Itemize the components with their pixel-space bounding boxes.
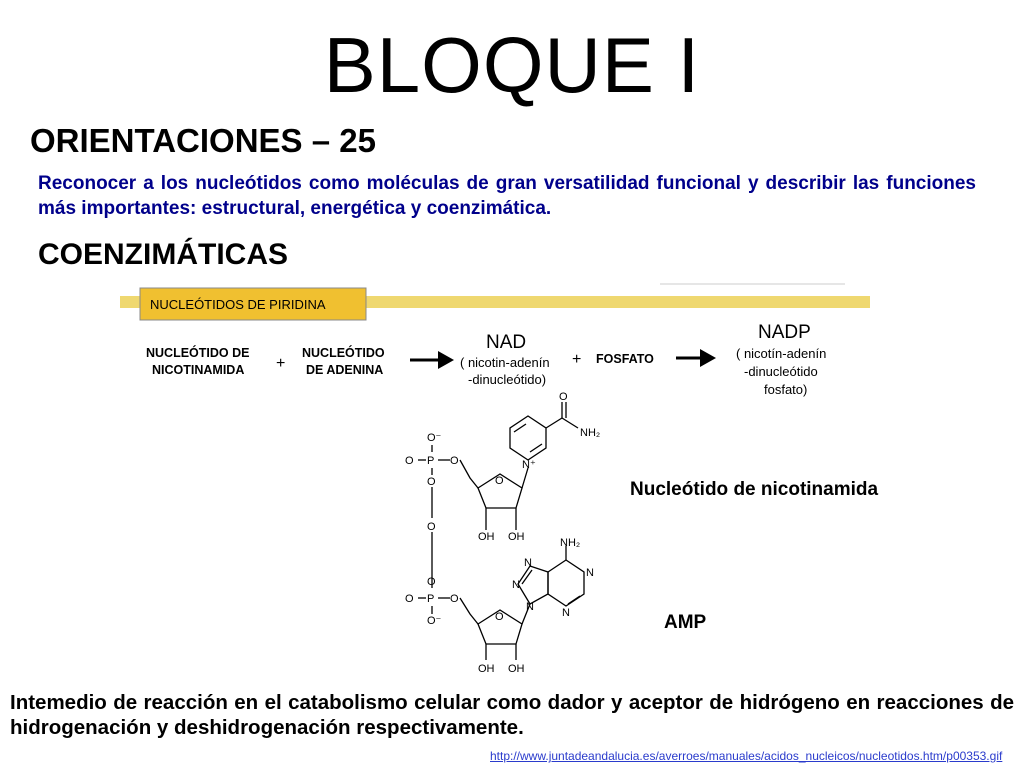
objective-paragraph: Reconocer a los nucleótidos como molécul…: [38, 173, 976, 219]
reactant2-line1: NUCLEÓTIDO: [302, 345, 385, 360]
atom-label: O⁻: [427, 615, 442, 627]
atom-label: O: [450, 455, 459, 467]
atom-label: N: [512, 579, 520, 591]
reactant1-line1: NUCLEÓTIDO DE: [146, 345, 249, 360]
atom-label: O: [559, 391, 568, 403]
reactant1-line2: NICOTINAMIDA: [152, 363, 244, 377]
nicotinamide-label: Nucleótido de nicotinamida: [630, 479, 879, 500]
atom-label: O: [427, 476, 436, 488]
atom-label: OH: [508, 531, 525, 543]
atom-label: N⁺: [522, 459, 536, 471]
amp-label: AMP: [664, 612, 707, 633]
nadp-desc-line2: -dinucleótido: [744, 364, 818, 379]
atom-label: O: [427, 576, 436, 588]
nucleotide-diagram: NUCLEÓTIDOS DE PIRIDINA NUCLEÓTIDO DE NI…: [120, 283, 870, 675]
source-link[interactable]: http://www.juntadeandalucia.es/averroes/…: [490, 749, 1003, 763]
atom-label: O: [405, 593, 414, 605]
atom-label: O: [495, 475, 504, 487]
arrow-icon: [410, 351, 454, 369]
nadp-desc-line3: fosfato): [764, 382, 807, 397]
atom-label: P: [427, 455, 434, 467]
arrow-icon: [676, 349, 716, 367]
nadp-label: NADP: [758, 322, 811, 343]
atom-label: P: [427, 593, 434, 605]
nad-structure: [418, 402, 585, 660]
atom-label: OH: [478, 531, 495, 543]
fosfato-label: FOSFATO: [596, 352, 654, 366]
nadp-desc-line1: ( nicotín-adenín: [736, 346, 826, 361]
atom-label: O⁻: [427, 432, 442, 444]
atom-label: NH₂: [580, 427, 600, 439]
nad-desc-line2: -dinucleótido): [468, 372, 546, 387]
atom-label: N: [586, 567, 594, 579]
nad-desc-line1: ( nicotin-adenín: [460, 355, 550, 370]
reactant2-line2: DE ADENINA: [306, 363, 383, 377]
nad-atom-labels: O⁻ O P O O O O O P O O⁻ O O OH OH OH OH …: [405, 391, 600, 675]
banner-label: NUCLEÓTIDOS DE PIRIDINA: [150, 297, 326, 312]
atom-label: O: [405, 455, 414, 467]
atom-label: O: [427, 521, 436, 533]
plus-sign-2: +: [572, 351, 581, 368]
atom-label: NH₂: [560, 537, 580, 549]
nad-label: NAD: [486, 332, 526, 353]
banner-box: [139, 287, 367, 321]
plus-sign-1: +: [276, 355, 285, 372]
atom-label: O: [495, 611, 504, 623]
atom-label: N: [562, 607, 570, 619]
atom-label: O: [450, 593, 459, 605]
section-heading: COENZIMÁTICAS: [38, 238, 288, 271]
slide-title: BLOQUE I: [323, 21, 701, 109]
bottom-paragraph: Intemedio de reacción en el catabolismo …: [10, 691, 1014, 739]
atom-label: OH: [508, 663, 525, 675]
atom-label: N: [526, 601, 534, 613]
atom-label: OH: [478, 663, 495, 675]
atom-label: N: [524, 557, 532, 569]
slide-subtitle: ORIENTACIONES – 25: [30, 122, 376, 159]
